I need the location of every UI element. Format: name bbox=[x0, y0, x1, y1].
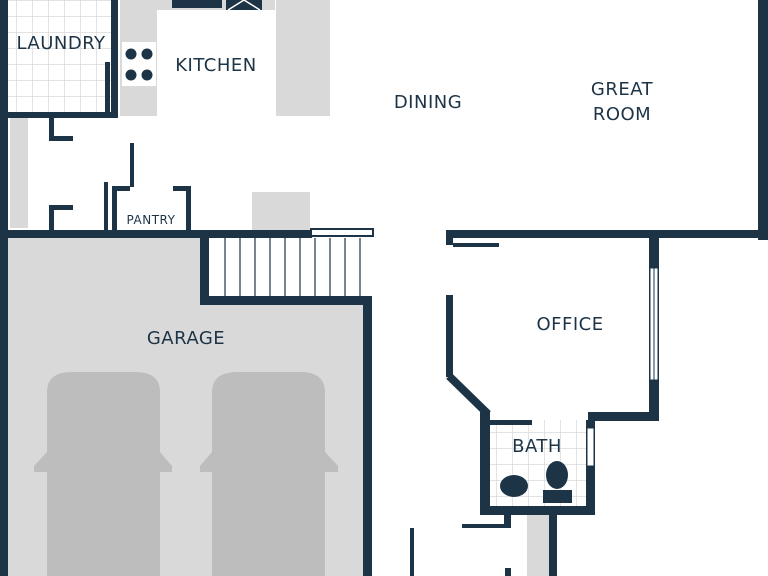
hall-side-strip bbox=[10, 118, 28, 228]
great-room-label-line-1: GREAT bbox=[591, 79, 654, 100]
great-room-label-line-2: ROOM bbox=[593, 104, 651, 125]
laundry-label: LAUNDRY bbox=[16, 33, 106, 54]
garage-label: GARAGE bbox=[147, 328, 225, 349]
laundry-tile-floor bbox=[8, 0, 111, 112]
bath-sink-icon bbox=[500, 475, 528, 497]
car-left-icon bbox=[34, 372, 172, 576]
kitchen-label: KITCHEN bbox=[175, 55, 257, 76]
office-window bbox=[649, 267, 659, 381]
refrigerator-icon bbox=[226, 0, 262, 11]
kitchen-island bbox=[252, 192, 310, 230]
toilet-icon bbox=[543, 461, 572, 503]
stair-landing-rail bbox=[310, 228, 374, 237]
bath-hall-strip bbox=[527, 514, 551, 576]
bath-window bbox=[586, 427, 595, 467]
bath-label: BATH bbox=[512, 436, 562, 457]
stairs bbox=[224, 238, 361, 296]
car-right-icon bbox=[200, 372, 338, 576]
office-label: OFFICE bbox=[536, 314, 603, 335]
pantry-label: PANTRY bbox=[127, 213, 176, 227]
office-angled-wall bbox=[446, 373, 491, 417]
dining-label: DINING bbox=[394, 92, 462, 113]
kitchen-right-counter bbox=[276, 0, 330, 116]
range-top-icon bbox=[122, 42, 156, 86]
kitchen-sink bbox=[172, 0, 222, 8]
